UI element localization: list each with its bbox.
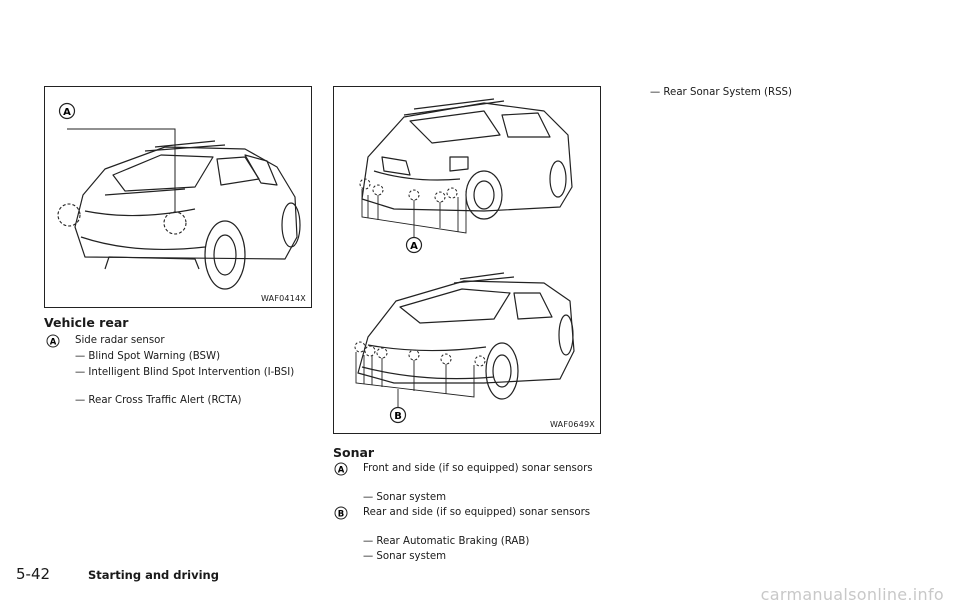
dash-item-rab: — Rear Automatic Braking (RAB) xyxy=(363,536,530,547)
callout-a-icon: A xyxy=(334,462,348,476)
callout-b-badge: B xyxy=(389,406,407,424)
svg-text:B: B xyxy=(338,509,344,519)
item-text-side-radar-sensor: Side radar sensor xyxy=(75,335,165,346)
section-heading-sonar: Sonar xyxy=(333,445,375,460)
vehicle-rear-illustration: A xyxy=(57,102,301,290)
dash-item-ibsi: — Intelligent Blind Spot Intervention (I… xyxy=(75,367,295,378)
watermark: carmanualsonline.info xyxy=(760,585,944,604)
sonar-figure: A B WAF0649X xyxy=(333,86,601,434)
sonar-illustration: A B xyxy=(354,98,575,424)
svg-text:A: A xyxy=(410,241,418,252)
svg-text:B: B xyxy=(394,411,402,422)
section-title: Starting and driving xyxy=(88,568,219,582)
dash-item-sonar-system: — Sonar system xyxy=(363,492,447,503)
item-text-front-side-sonar: Front and side (if so equipped) sonar se… xyxy=(363,463,593,474)
dash-item-rss: — Rear Sonar System (RSS) xyxy=(650,87,792,98)
callout-a-badge: A xyxy=(405,236,423,254)
section-heading-vehicle-rear: Vehicle rear xyxy=(44,315,129,330)
dash-item-bsw: — Blind Spot Warning (BSW) xyxy=(75,351,221,362)
vehicle-rear-figure: A WAF0414X xyxy=(44,86,312,308)
callout-b-icon: B xyxy=(334,506,348,520)
page-number: 5-42 xyxy=(16,565,51,583)
figure-code: WAF0414X xyxy=(261,294,306,303)
callout-a-badge: A xyxy=(58,102,76,120)
figure-code: WAF0649X xyxy=(550,420,595,429)
svg-text:A: A xyxy=(50,337,57,347)
callout-a-icon: A xyxy=(46,334,60,348)
dash-item-sonar-system: — Sonar system xyxy=(363,551,447,562)
svg-text:A: A xyxy=(63,107,71,118)
item-text-rear-side-sonar: Rear and side (if so equipped) sonar sen… xyxy=(363,507,591,518)
dash-item-rcta: — Rear Cross Traffic Alert (RCTA) xyxy=(75,395,242,406)
svg-text:A: A xyxy=(338,465,345,475)
